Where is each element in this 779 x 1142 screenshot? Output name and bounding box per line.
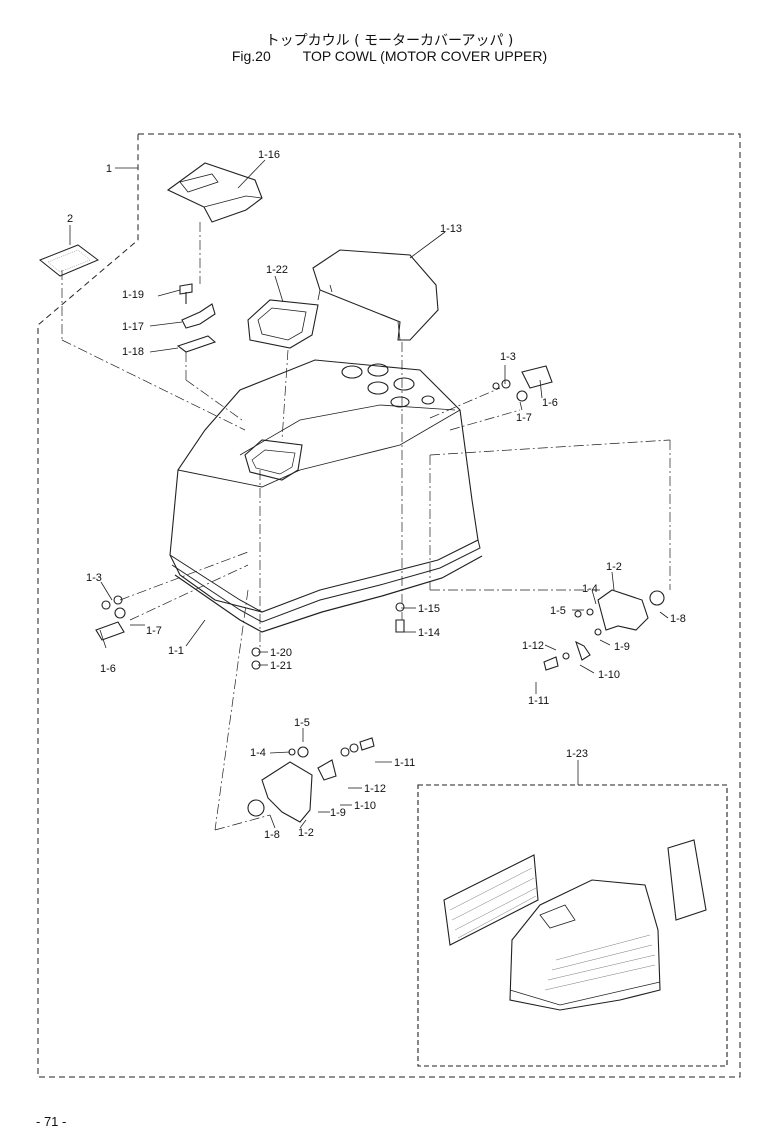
callout-1-2-lower: 1-2: [298, 827, 314, 839]
callout-1-18: 1-18: [122, 346, 144, 358]
decal-right: [667, 839, 707, 921]
callout-labels: 1 2 1-16 1-13 1-22 1-19 1-17 1-18 1-3 1-…: [67, 149, 686, 841]
decal-2-shape: [39, 244, 99, 277]
cowl-illustration: [509, 879, 661, 1011]
callout-1-17: 1-17: [122, 321, 144, 333]
callout-1-14: 1-14: [418, 627, 440, 639]
decal-left: [443, 854, 539, 946]
callout-1-20: 1-20: [270, 647, 292, 659]
callout-2: 2: [67, 213, 73, 225]
callout-1: 1: [106, 163, 112, 175]
cap-1-16-shape: [166, 162, 263, 223]
callout-1-13: 1-13: [440, 223, 462, 235]
callout-1-23: 1-23: [566, 748, 588, 760]
top-cowl-body: [169, 359, 479, 613]
callout-1-7-top: 1-7: [516, 412, 532, 424]
page-number: - 71 -: [36, 1114, 67, 1129]
figure-number: Fig.20: [231, 48, 271, 64]
callout-1-6-top: 1-6: [542, 397, 558, 409]
callout-1-15: 1-15: [418, 603, 440, 615]
callout-1-8-right: 1-8: [670, 613, 686, 625]
top-port-bosses: [341, 363, 435, 408]
figure-title: Fig.20 TOP COWL (MOTOR COVER UPPER): [0, 48, 779, 64]
cover-1-13-shape: [312, 249, 439, 341]
callout-1-21: 1-21: [270, 660, 292, 672]
callout-1-9-lower: 1-9: [330, 807, 346, 819]
callout-1-2-right: 1-2: [606, 561, 622, 573]
cowl-view-box: [417, 784, 728, 1067]
callout-1-7-left: 1-7: [146, 625, 162, 637]
figure-title-text: TOP COWL (MOTOR COVER UPPER): [302, 48, 548, 64]
callout-1-9-right: 1-9: [614, 641, 630, 653]
callout-1-11-right: 1-11: [528, 695, 549, 707]
callout-1-3-left: 1-3: [86, 572, 102, 584]
callout-1-6-left: 1-6: [100, 663, 116, 675]
callout-1-5-lower: 1-5: [294, 717, 310, 729]
seal-1-22-shape: [247, 299, 319, 349]
assembly-boundary: [37, 133, 741, 1078]
callout-1-3-top: 1-3: [500, 351, 516, 363]
title-japanese: トップカウル ( モーターカバーアッパ ): [265, 33, 514, 49]
callout-1-22: 1-22: [266, 264, 288, 276]
callout-1-1: 1-1: [168, 645, 184, 657]
callout-1-11-lower: 1-11: [394, 757, 415, 769]
lower-bracket-shape: [261, 761, 313, 823]
callout-1-19: 1-19: [122, 289, 144, 301]
callout-1-12-right: 1-12: [522, 640, 544, 652]
callout-1-4-lower: 1-4: [250, 747, 266, 759]
callout-1-10-lower: 1-10: [354, 800, 376, 812]
callout-1-4-right: 1-4: [582, 583, 598, 595]
callout-1-8-lower: 1-8: [264, 829, 280, 841]
callout-1-5-right: 1-5: [550, 605, 566, 617]
callout-1-10-right: 1-10: [598, 669, 620, 681]
callout-1-12-lower: 1-12: [364, 783, 386, 795]
callout-1-16: 1-16: [258, 149, 280, 161]
